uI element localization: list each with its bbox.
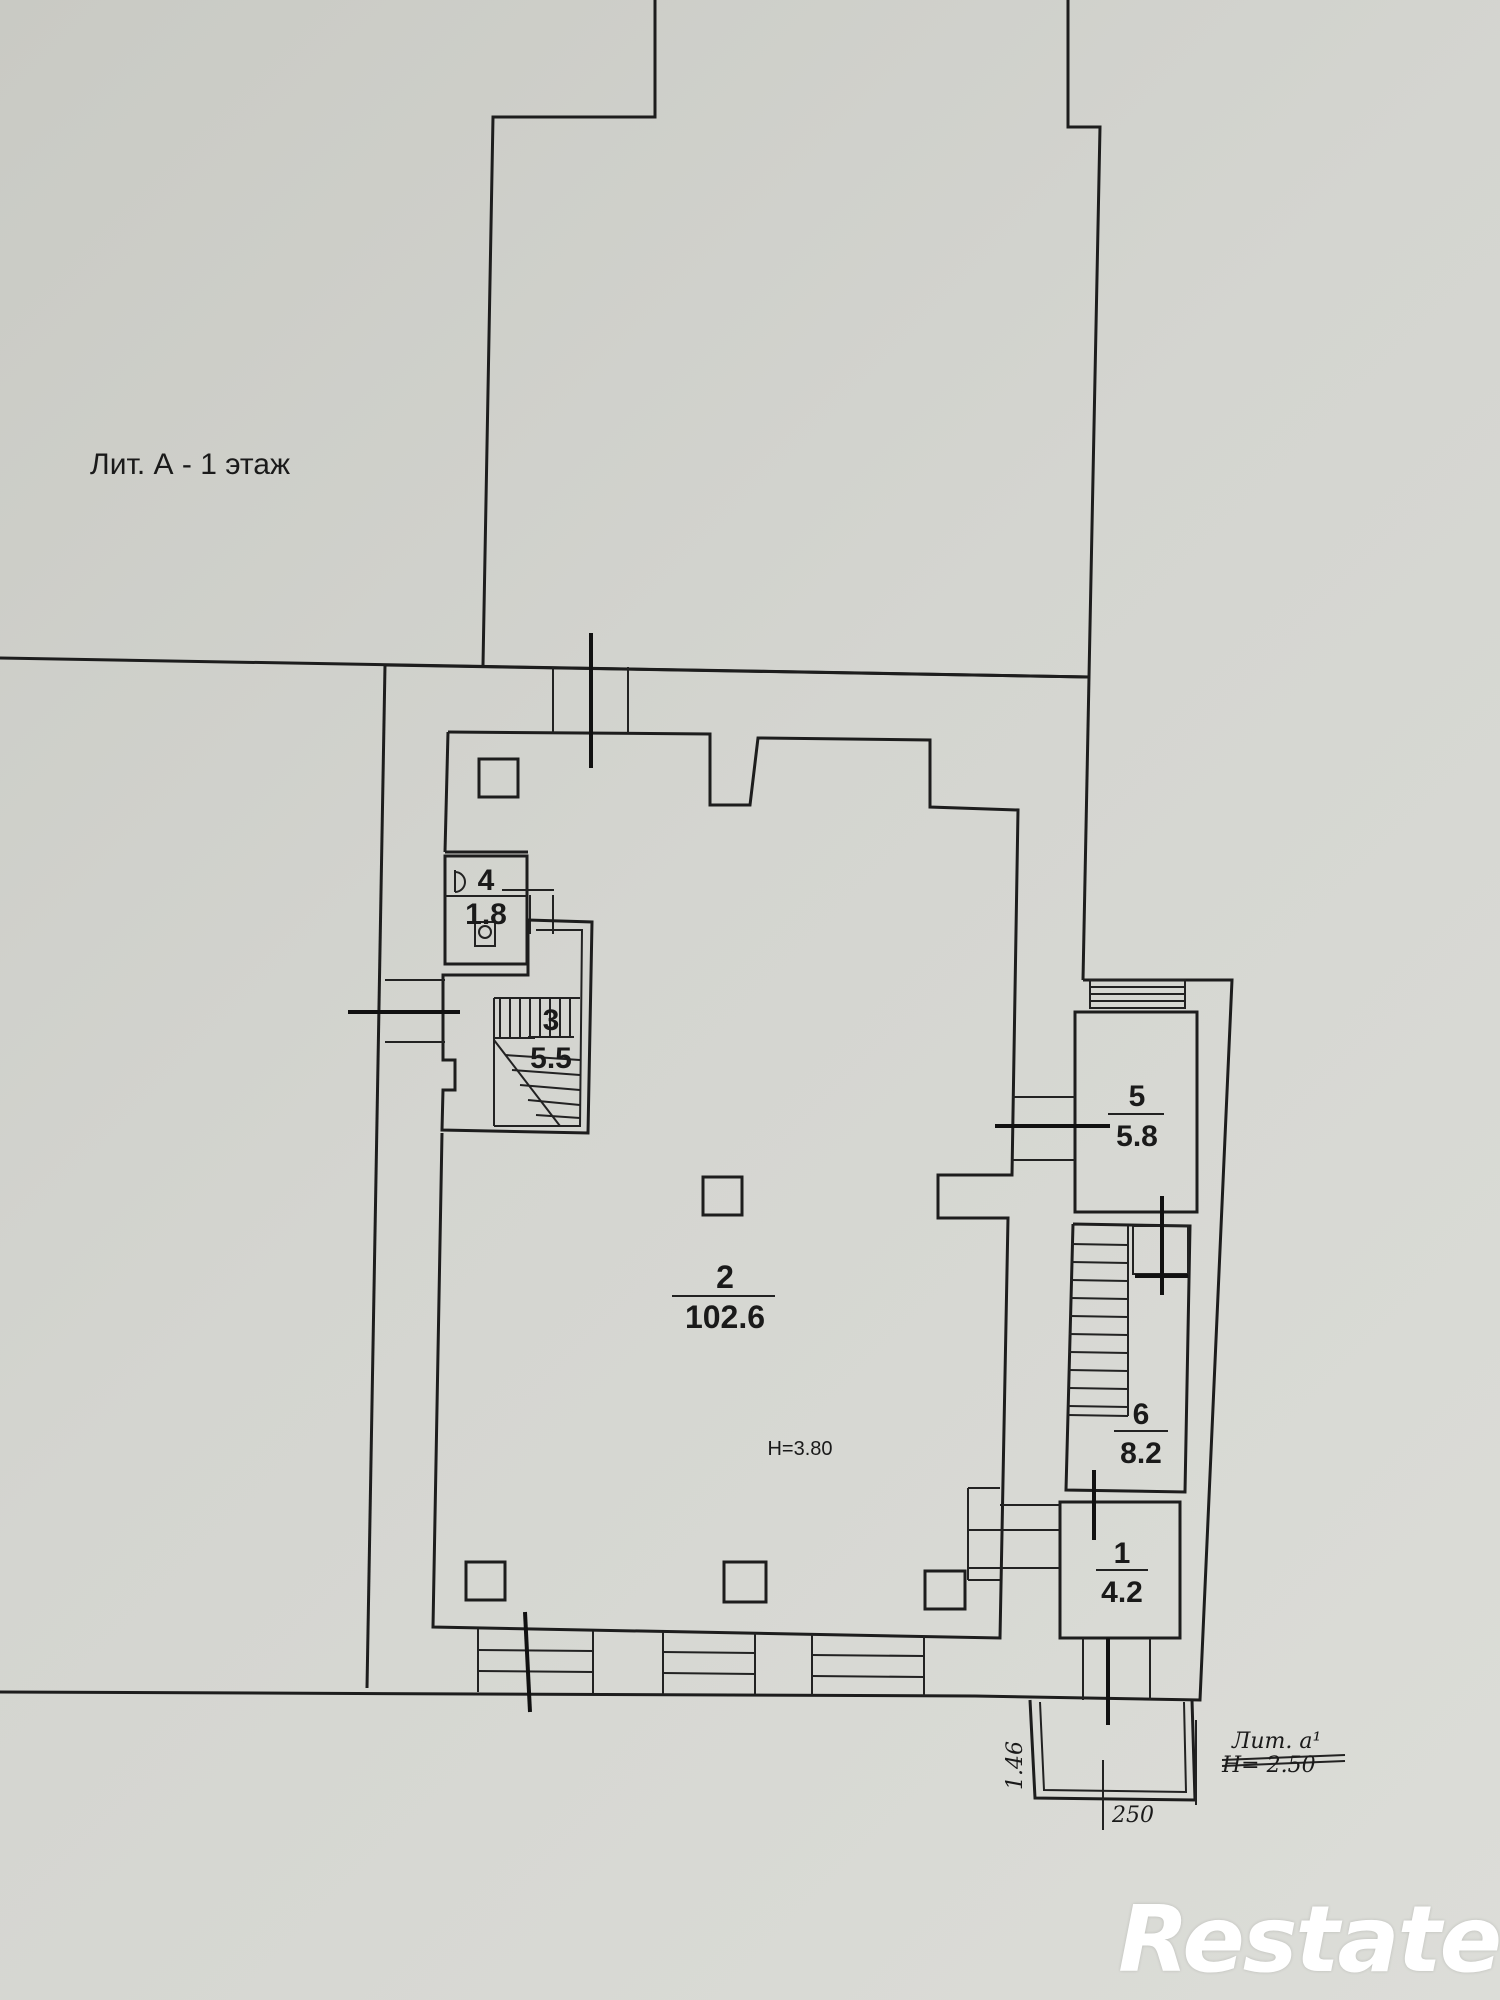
room-4-number: 4 [478,864,495,897]
plan-title-text: Лит. А - 1 этаж [90,448,290,481]
annex-height: H= 2.50 [1221,1753,1316,1778]
room-1-number: 1 [1114,1537,1131,1570]
room-5-label: 5 5.8 [1108,1080,1164,1153]
column [923,1569,967,1611]
bottom-windows [477,1611,925,1713]
room-2-walls [431,730,1020,1640]
column [464,1560,507,1602]
ceiling-height: H=3.80 [767,1438,832,1460]
room-3-label: 3 5.5 [528,1004,574,1075]
column [477,757,520,799]
room-1-area: 4.2 [1101,1576,1143,1609]
stair-treads-room-6 [1067,1226,1129,1417]
annex-labels: Лит. а¹ H= 2.50 250 1.46 [1003,1729,1321,1828]
room-3-area: 5.5 [530,1042,572,1075]
room-4-area: 1.8 [465,898,507,931]
room-5-walls [995,979,1199,1214]
columns [464,757,967,1611]
main-building-outer-wall [384,663,1234,1702]
room-5-number: 5 [1129,1080,1146,1113]
annex-depth-dimension: 1.46 [1003,1741,1028,1790]
restate-watermark-logo: Restate [1118,1886,1500,1993]
room-2-area: 102.6 [685,1299,765,1335]
room-3-walls [440,918,594,1135]
annex-width-dimension: 250 [1111,1803,1154,1828]
column [701,1175,744,1217]
room-3-number: 3 [543,1004,560,1037]
room-6-label: 6 8.2 [1114,1398,1168,1470]
top-door-marks [552,633,629,768]
left-door-marks [348,979,460,1043]
room-2-number: 2 [716,1259,734,1295]
neighbor-building-outline [0,0,1102,1698]
room-2-label: 2 102.6 H=3.80 [672,1259,833,1460]
room-6-walls [1064,1196,1192,1494]
annex-label: Лит. а¹ [1231,1729,1321,1754]
plan-title: Лит. А - 1 этаж [90,448,290,481]
room-1-walls [967,1470,1182,1725]
annex-walls [1028,1699,1346,1830]
room-6-area: 8.2 [1120,1437,1162,1470]
column [722,1560,768,1604]
room-4-label: 4 1.8 [465,864,507,931]
room-4-walls [443,854,554,966]
room-1-label: 1 4.2 [1096,1537,1148,1609]
room-5-area: 5.8 [1116,1120,1158,1153]
room-6-number: 6 [1133,1398,1150,1431]
